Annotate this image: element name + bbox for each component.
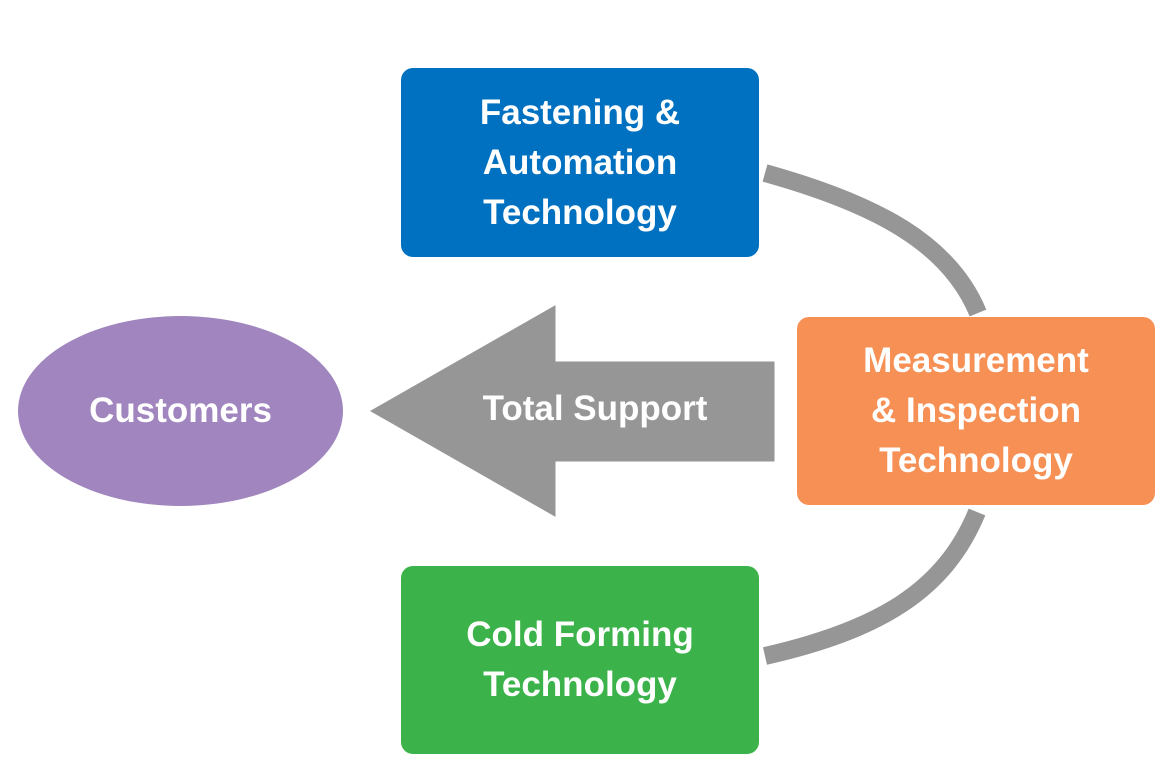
fastening-automation-label: Fastening & Automation Technology [479,92,681,232]
measurement-inspection-label: Measurement & Inspection Technology [863,341,1089,480]
cold-forming-node: Cold Forming Technology [401,566,759,754]
connector-fastening-to-measurement [762,164,987,317]
fastening-automation-node: Fastening & Automation Technology [401,68,759,257]
measurement-inspection-node: Measurement & Inspection Technology [797,317,1155,505]
customers-label: Customers [89,391,272,430]
cold-forming-label: Cold Forming Technology [466,615,694,704]
total-support-arrow [369,305,775,517]
connector-measurement-to-cold-forming [763,508,986,665]
total-support-label: Total Support [482,389,708,428]
customers-node: Customers [18,316,343,506]
